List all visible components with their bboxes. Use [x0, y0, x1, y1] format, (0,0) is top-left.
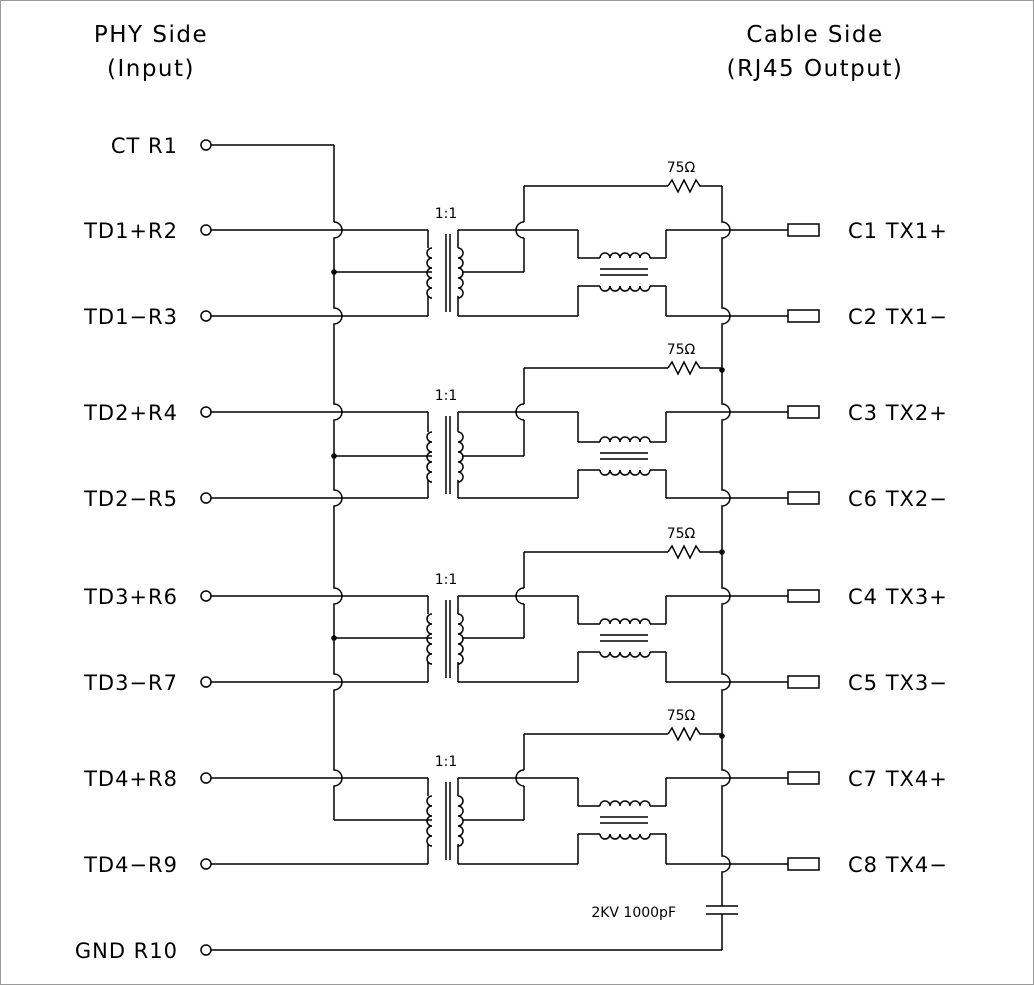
phy-pin-terminal — [200, 772, 212, 784]
rj45-terminal — [787, 309, 820, 323]
cable-pin-label: C7 TX4+ — [848, 767, 948, 791]
junction-dot — [719, 733, 725, 739]
phy-pin-terminal — [200, 139, 212, 151]
transformer-winding — [457, 431, 464, 483]
transformer-winding — [457, 795, 464, 847]
wire-hop — [515, 587, 525, 605]
phy-pin-label: TD2+R4 — [83, 401, 178, 425]
rj45-terminal — [787, 223, 820, 237]
rj45-terminal — [787, 771, 820, 785]
phy-pin-terminal — [200, 406, 212, 418]
transformer-ratio-label: 1:1 — [435, 754, 458, 770]
phy-side-title: PHY Side — [94, 22, 208, 48]
phy-pin-label: GND R10 — [75, 939, 178, 963]
resistor — [667, 726, 722, 742]
resistor — [667, 178, 722, 194]
choke-winding — [599, 252, 651, 259]
cable-side-subtitle: (RJ45 Output) — [727, 56, 904, 82]
transformer-winding — [426, 431, 433, 483]
resistor-label: 75Ω — [667, 160, 696, 176]
phy-pin-terminal — [200, 310, 212, 322]
transformer-winding — [426, 795, 433, 847]
cable-pin-label: C5 TX3− — [848, 671, 948, 695]
choke-winding — [599, 436, 651, 443]
rj45-terminal — [787, 405, 820, 419]
choke-winding — [599, 651, 651, 658]
choke-winding — [599, 469, 651, 476]
bus-wire — [333, 221, 343, 820]
capacitor-label: 2KV 1000pF — [591, 905, 676, 921]
phy-pin-label: TD1+R2 — [83, 219, 178, 243]
wire-hop — [515, 403, 525, 421]
junction-dot — [719, 367, 725, 373]
resistor — [667, 544, 722, 560]
phy-pin-terminal — [200, 944, 212, 956]
rj45-terminal — [787, 675, 820, 689]
cable-side-title: Cable Side — [746, 22, 883, 48]
choke-winding — [599, 800, 651, 807]
transformer-winding — [426, 247, 433, 299]
phy-pin-terminal — [200, 858, 212, 870]
phy-pin-terminal — [200, 492, 212, 504]
bus-wire — [721, 186, 731, 898]
cable-pin-label: C3 TX2+ — [848, 401, 948, 425]
rj45-terminal — [787, 857, 820, 871]
rj45-terminal — [787, 589, 820, 603]
phy-pin-terminal — [200, 676, 212, 688]
transformer-winding — [426, 613, 433, 665]
resistor-label: 75Ω — [667, 342, 696, 358]
transformer-ratio-label: 1:1 — [435, 388, 458, 404]
phy-side-subtitle: (Input) — [107, 56, 195, 82]
junction-dot — [719, 549, 725, 555]
resistor-label: 75Ω — [667, 526, 696, 542]
phy-pin-label: TD2−R5 — [83, 487, 178, 511]
junction-dot — [331, 635, 337, 641]
transformer-winding — [457, 613, 464, 665]
resistor-label: 75Ω — [667, 708, 696, 724]
cable-pin-label: C6 TX2− — [848, 487, 948, 511]
wire-hop — [515, 769, 525, 787]
choke-winding — [599, 285, 651, 292]
cable-pin-label: C2 TX1− — [848, 305, 948, 329]
cable-pin-label: C8 TX4− — [848, 853, 948, 877]
cable-pin-label: C1 TX1+ — [848, 219, 948, 243]
phy-pin-label: TD4+R8 — [83, 767, 178, 791]
phy-pin-label: TD4−R9 — [83, 853, 178, 877]
junction-dot — [331, 269, 337, 275]
phy-pin-terminal — [200, 590, 212, 602]
phy-pin-label: TD3+R6 — [83, 585, 178, 609]
phy-pin-label: CT R1 — [111, 134, 178, 158]
choke-winding — [599, 833, 651, 840]
resistor — [667, 360, 722, 376]
transformer-ratio-label: 1:1 — [435, 206, 458, 222]
phy-pin-terminal — [200, 224, 212, 236]
wire-hop — [515, 221, 525, 239]
phy-pin-label: TD3−R7 — [83, 671, 178, 695]
choke-winding — [599, 618, 651, 625]
transformer-ratio-label: 1:1 — [435, 572, 458, 588]
phy-pin-label: TD1−R3 — [83, 305, 178, 329]
cable-pin-label: C4 TX3+ — [848, 585, 948, 609]
transformer-winding — [457, 247, 464, 299]
rj45-terminal — [787, 491, 820, 505]
junction-dot — [331, 453, 337, 459]
